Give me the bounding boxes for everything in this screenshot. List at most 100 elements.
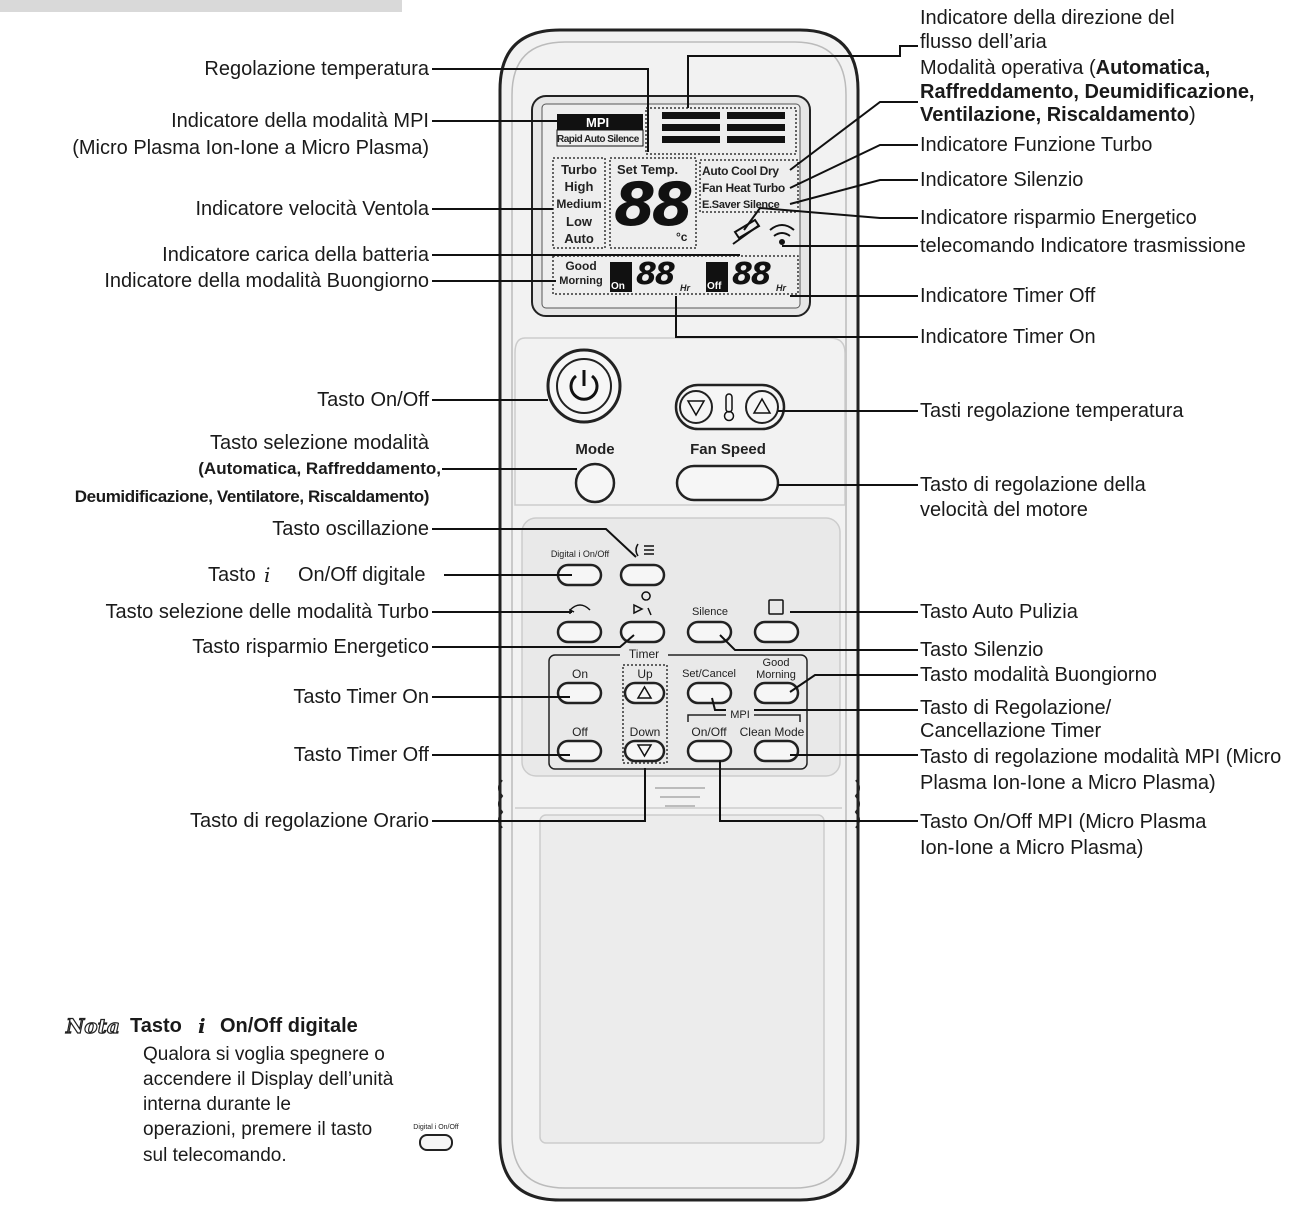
power-button-ring	[546, 348, 622, 424]
set-cancel-label: Set/Cancel	[682, 668, 736, 680]
note-body-3: interna durante le	[143, 1094, 291, 1115]
label-digital-button-i: i	[264, 563, 271, 587]
mode-label: Mode	[575, 441, 615, 458]
good-morning-label-2: Morning	[756, 669, 796, 681]
mpi-onoff-button-shape	[686, 739, 733, 763]
label-fanspeed-button-1: Tasto di regolazione della	[920, 474, 1146, 496]
lcd-hr-off: Hr	[776, 283, 787, 293]
lcd-temp-digits: 88	[614, 170, 693, 240]
label-fanspeed-button-2: velocità del motore	[920, 499, 1088, 521]
digital-button-shape	[556, 563, 603, 587]
timer-up-label: Up	[637, 667, 653, 681]
label-mode-button-2: (Automatica, Raffreddamento,	[198, 459, 441, 478]
label-digital-button-b: On/Off digitale	[298, 564, 426, 586]
lcd-mpi: MPI	[586, 115, 610, 130]
lcd-rapid-auto-silence: Rapid Auto Silence	[557, 134, 639, 145]
temp-up-icon	[752, 397, 772, 414]
label-battery-indicator: Indicatore carica della batteria	[162, 244, 429, 266]
digital-onoff-label: Digital i On/Off	[550, 549, 610, 559]
lcd-fan-high: High	[564, 179, 594, 194]
label-setcancel-button-1: Tasto di Regolazione/	[920, 697, 1112, 719]
autoclean-icon	[768, 599, 784, 615]
label-mpi-indicator-1: Indicatore della modalità MPI	[171, 110, 429, 132]
lcd-fan-turbo: Turbo	[561, 162, 597, 177]
set-cancel-button-shape	[686, 681, 733, 705]
down-arrow-icon	[636, 744, 653, 758]
label-turbo-button: Tasto selezione delle modalità Turbo	[105, 601, 429, 623]
temp-down-icon	[686, 400, 706, 417]
good-morning-label-1: Good	[762, 657, 790, 669]
lcd-modes-row2: Fan Heat Turbo	[702, 181, 785, 195]
lcd-fan-low: Low	[566, 214, 592, 229]
label-timer-off-indicator: Indicatore Timer Off	[920, 285, 1096, 307]
lcd-good: Good	[565, 259, 597, 273]
label-silence-indicator: Indicatore Silenzio	[920, 169, 1084, 191]
lcd-fan-auto: Auto	[564, 231, 594, 246]
timer-up-button-shape	[623, 681, 666, 705]
label-mode-button-3: Deumidificazione, Ventilatore, Riscaldam…	[74, 487, 430, 506]
esaver-icon	[633, 591, 652, 616]
label-temp-buttons: Tasti regolazione temperatura	[920, 400, 1184, 422]
header-bar	[0, 0, 402, 12]
label-mode-button-1: Tasto selezione modalità	[209, 432, 429, 454]
label-mpi-indicator-2: (Micro Plasma Ion-Ione a Micro Plasma)	[72, 137, 429, 159]
turbo-icon	[569, 604, 591, 614]
note-title-i: i	[198, 1014, 206, 1038]
timer-down-button-shape	[623, 739, 666, 763]
label-goodmorning-button: Tasto modalità Buongiorno	[920, 664, 1157, 686]
thermometer-icon	[723, 393, 735, 422]
lcd-modes-row1: Auto Cool Dry	[702, 164, 779, 178]
mode-button-shape	[574, 462, 616, 504]
label-airflow-2: flusso dell’aria	[920, 31, 1047, 53]
swing-button-shape	[619, 563, 666, 587]
note-title-a: Tasto	[130, 1015, 182, 1037]
label-esaver-indicator: Indicatore risparmio Energetico	[920, 207, 1197, 229]
note-mini-button-label: Digital i On/Off	[413, 1124, 459, 1131]
fan-speed-button-shape	[675, 464, 780, 502]
lcd-on: On	[611, 281, 625, 292]
mpi-onoff-label: On/Off	[691, 725, 727, 739]
timer-off-button-shape	[556, 739, 603, 763]
label-temp-regulation: Regolazione temperatura	[204, 58, 429, 80]
note-body-5: sul telecomando.	[143, 1145, 287, 1166]
label-timer-on-indicator: Indicatore Timer On	[920, 326, 1096, 348]
silence-button-shape	[686, 620, 733, 644]
lcd-fan-medium: Medium	[556, 197, 602, 211]
lcd-celsius: °c	[676, 230, 688, 244]
label-digital-button-a: Tasto	[208, 564, 256, 586]
label-opmode-1: Modalità operativa (Automatica,	[920, 57, 1211, 79]
lcd-timer-off-digits: 88	[732, 257, 772, 292]
lcd-morning: Morning	[559, 275, 603, 287]
timer-off-label: Off	[572, 725, 588, 739]
mpi-label: MPI	[726, 709, 754, 722]
lcd-hr-on: Hr	[680, 283, 691, 293]
timer-on-button-shape	[556, 681, 603, 705]
fan-speed-label: Fan Speed	[690, 441, 766, 458]
up-arrow-icon	[636, 685, 653, 699]
lcd-modes-row3: E.Saver Silence	[702, 199, 780, 211]
note-tag: Nota	[65, 1013, 120, 1038]
label-opmode-3: Ventilazione, Riscaldamento)	[920, 104, 1196, 126]
label-silence-button: Tasto Silenzio	[920, 639, 1044, 661]
lcd-set-temp: Set Temp.	[617, 162, 679, 177]
swing-icon	[635, 543, 654, 557]
label-fan-indicator: Indicatore velocità Ventola	[195, 198, 430, 220]
label-airflow-1: Indicatore della direzione del	[920, 7, 1175, 29]
label-autoclean-button: Tasto Auto Pulizia	[920, 601, 1078, 623]
label-setcancel-button-2: Cancellazione Timer	[920, 720, 1102, 742]
power-icon	[569, 370, 599, 401]
autoclean-button-shape	[753, 620, 800, 644]
timer-on-label: On	[571, 667, 588, 681]
note-body-4: operazioni, premere il tasto	[143, 1119, 373, 1140]
label-timer-off-button: Tasto Timer Off	[293, 744, 429, 766]
lcd-timer-on-digits: 88	[636, 257, 676, 292]
label-turbo-indicator: Indicatore Funzione Turbo	[920, 134, 1153, 156]
transmit-icon	[769, 224, 795, 245]
note-body-1: Qualora si voglia spegnere o	[143, 1044, 385, 1065]
timer-label: Timer	[620, 648, 668, 661]
label-mpi-onoff-button-2: Ion-Ione a Micro Plasma)	[920, 837, 1144, 859]
label-mpi-onoff-button-1: Tasto On/Off MPI (Micro Plasma	[920, 811, 1207, 833]
label-esaver-button: Tasto risparmio Energetico	[192, 636, 429, 658]
lcd-airflow-bars	[662, 112, 785, 143]
label-goodmorning-indicator: Indicatore della modalità Buongiorno	[104, 270, 429, 292]
